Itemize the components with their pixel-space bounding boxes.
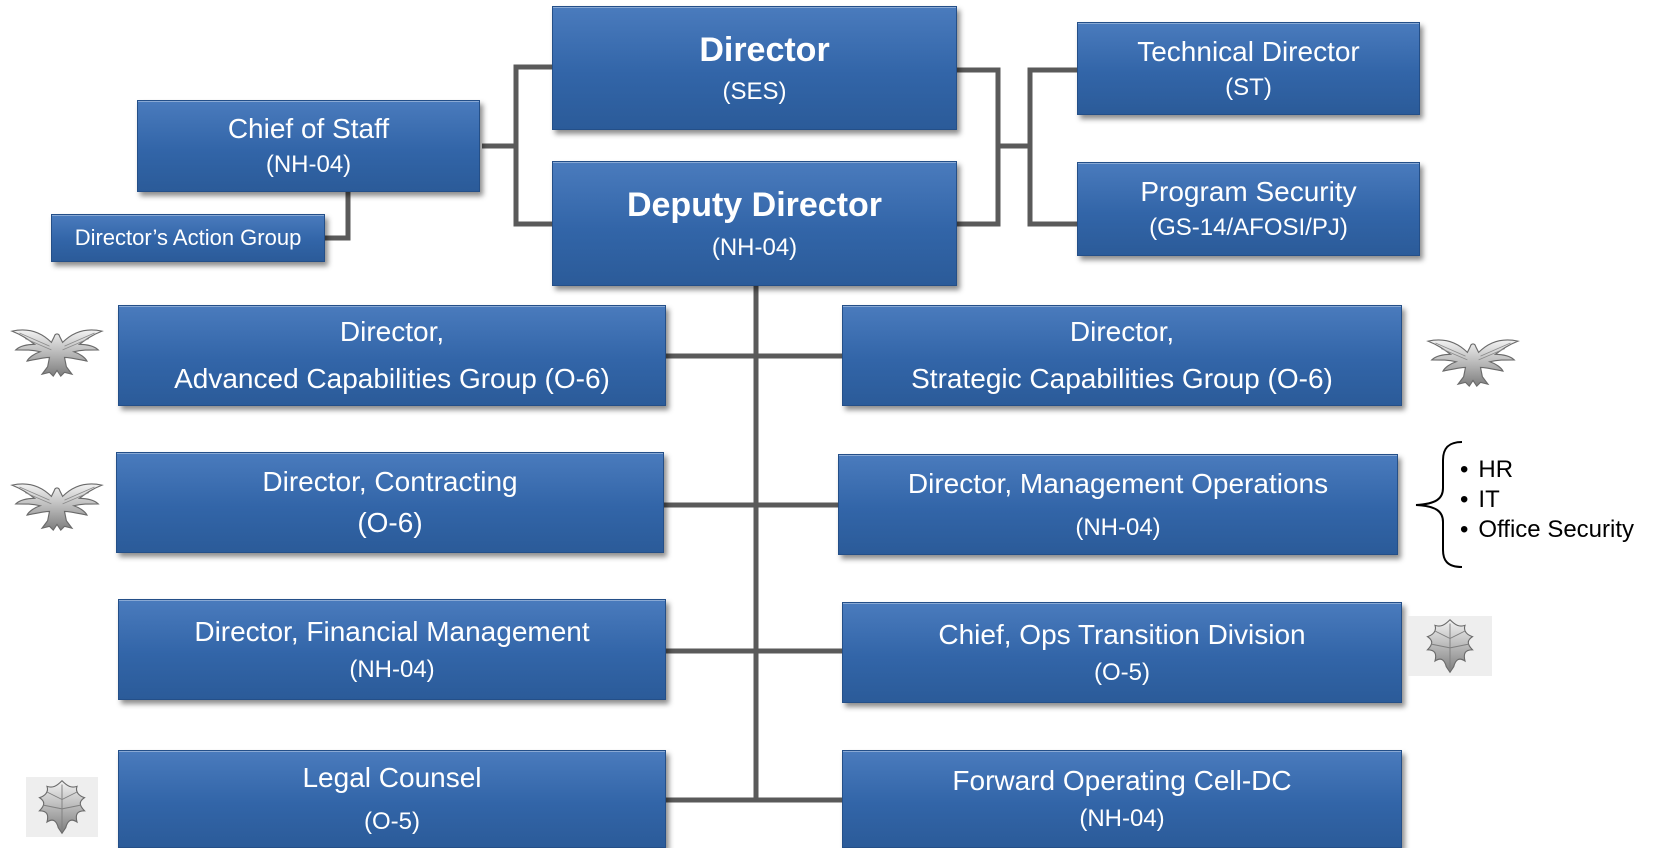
unit-title: Forward Operating Cell-DC: [952, 765, 1292, 797]
unit-grade: (O-6): [357, 506, 423, 538]
contracting-box: Director, Contracting (O-6): [116, 452, 664, 553]
unit-title: Director,: [339, 316, 445, 348]
brace: [1415, 441, 1463, 568]
eagle-insignia-icon: [6, 472, 108, 537]
unit-grade: (NH-04): [1079, 805, 1165, 833]
unit-title: Director, Contracting: [262, 466, 518, 498]
program-security-box: Program Security (GS-14/AFOSI/PJ): [1077, 162, 1420, 256]
action-group-box: Director’s Action Group: [51, 214, 325, 262]
oak-leaf-insignia-icon: [1408, 616, 1492, 676]
legal-counsel-box: Legal Counsel (O-5): [118, 750, 666, 848]
eagle-insignia-icon: [1422, 328, 1524, 393]
director-grade: (SES): [722, 78, 787, 106]
chief-of-staff-title: Chief of Staff: [227, 113, 390, 145]
unit-grade: (O-5): [1094, 658, 1150, 686]
eagle-insignia-icon: [6, 318, 108, 383]
strategic-capabilities-box: Director, Strategic Capabilities Group (…: [842, 305, 1402, 406]
unit-title: Director, Financial Management: [194, 615, 590, 647]
program-security-title: Program Security: [1140, 176, 1357, 208]
unit-title: Director, Management Operations: [907, 467, 1329, 499]
deputy-director-grade: (NH-04): [711, 233, 798, 261]
action-group-title: Director’s Action Group: [74, 224, 302, 250]
management-operations-functions: HR IT Office Security: [1460, 455, 1634, 545]
unit-title: Legal Counsel: [302, 762, 482, 794]
deputy-director-box: Deputy Director (NH-04): [552, 161, 957, 286]
management-operations-box: Director, Management Operations (NH-04): [838, 454, 1398, 555]
technical-director-title: Technical Director: [1137, 35, 1360, 67]
function-item: HR: [1460, 455, 1634, 485]
program-security-grade: (GS-14/AFOSI/PJ): [1149, 214, 1348, 242]
unit-grade: (NH-04): [349, 655, 435, 683]
financial-management-box: Director, Financial Management (NH-04): [118, 599, 666, 700]
technical-director-grade: (ST): [1225, 73, 1272, 101]
unit-grade: Advanced Capabilities Group (O-6): [174, 362, 610, 394]
forward-operating-cell-box: Forward Operating Cell-DC (NH-04): [842, 750, 1402, 848]
oak-leaf-insignia-icon: [26, 777, 98, 837]
unit-grade: Strategic Capabilities Group (O-6): [911, 362, 1333, 394]
director-title: Director: [699, 30, 830, 69]
unit-title: Chief, Ops Transition Division: [938, 618, 1306, 650]
unit-grade: (O-5): [364, 808, 420, 836]
chief-of-staff-box: Chief of Staff (NH-04): [137, 100, 480, 192]
unit-grade: (NH-04): [1075, 513, 1161, 541]
unit-title: Director,: [1069, 316, 1175, 348]
advanced-capabilities-box: Director, Advanced Capabilities Group (O…: [118, 305, 666, 406]
technical-director-box: Technical Director (ST): [1077, 22, 1420, 115]
chief-of-staff-grade: (NH-04): [265, 151, 352, 179]
director-box: Director (SES): [552, 6, 957, 130]
function-item: IT: [1460, 485, 1634, 515]
ops-transition-box: Chief, Ops Transition Division (O-5): [842, 602, 1402, 703]
deputy-director-title: Deputy Director: [626, 186, 883, 225]
function-item: Office Security: [1460, 515, 1634, 545]
